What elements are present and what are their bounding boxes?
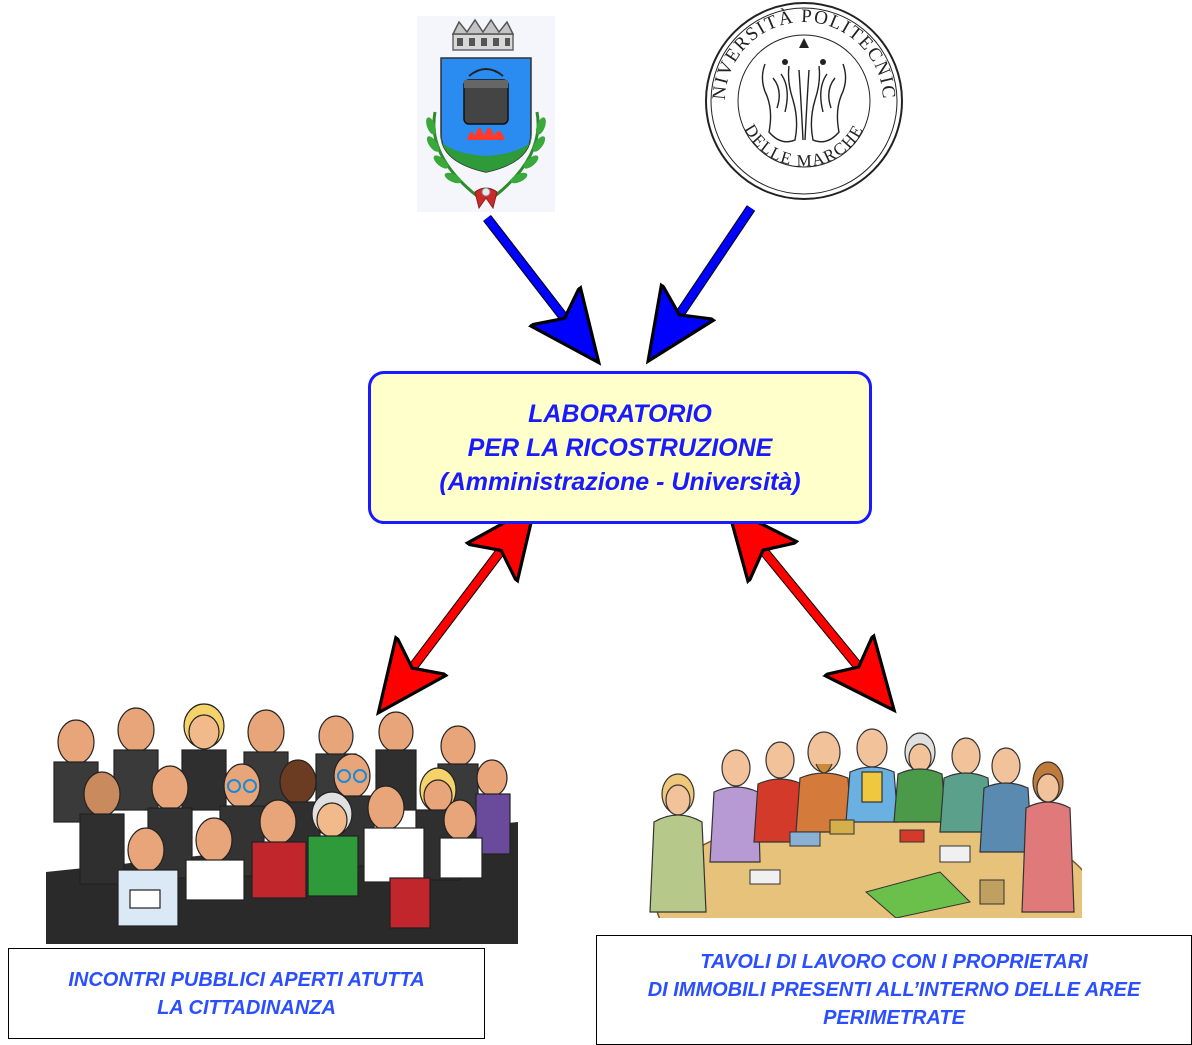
caption-right-line-3: PERIMETRATE [823, 1007, 965, 1029]
caption-left-line-2: LA CITTADINANZA [157, 996, 336, 1019]
caption-left-line-1: INCONTRI PUBBLICI APERTI ATUTTA [68, 968, 425, 991]
arrow-lab-table [754, 540, 888, 702]
municipal-coat-of-arms [417, 16, 555, 212]
lab-box: LABORATORIO PER LA RICOSTRUZIONE (Ammini… [368, 371, 872, 524]
audience-crowd-icon [46, 703, 518, 944]
university-seal-icon: UNIVERSITÀ POLITECNICA DELLE MARCHE [695, 0, 903, 200]
caption-right-line-1: TAVOLI DI LAVORO CON I PROPRIETARI [700, 951, 1088, 973]
lab-title-line-3: (Amministrazione - Università) [439, 467, 801, 496]
caption-owner-tables: TAVOLI DI LAVORO CON I PROPRIETARI DI IM… [596, 935, 1192, 1045]
lab-title-line-2: PER LA RICOSTRUZIONE [467, 433, 773, 462]
municipal-coat-of-arms-icon [426, 18, 546, 210]
university-seal: UNIVERSITÀ POLITECNICA DELLE MARCHE [695, 0, 905, 202]
arrow-university-to-lab [652, 205, 756, 351]
caption-public-meetings: INCONTRI PUBBLICI APERTI ATUTTA LA CITTA… [8, 948, 485, 1039]
audience-crowd-illustration [46, 702, 518, 944]
lab-title-line-1: LABORATORIO [528, 399, 712, 428]
round-table-meeting-icon [649, 728, 1097, 995]
round-table-meeting-illustration [640, 712, 1097, 995]
arrow-lab-crowd [384, 540, 510, 704]
arrow-municipal-to-lab [483, 214, 593, 354]
caption-right-line-2: DI IMMOBILI PRESENTI ALL’INTERNO DELLE A… [647, 979, 1141, 1001]
